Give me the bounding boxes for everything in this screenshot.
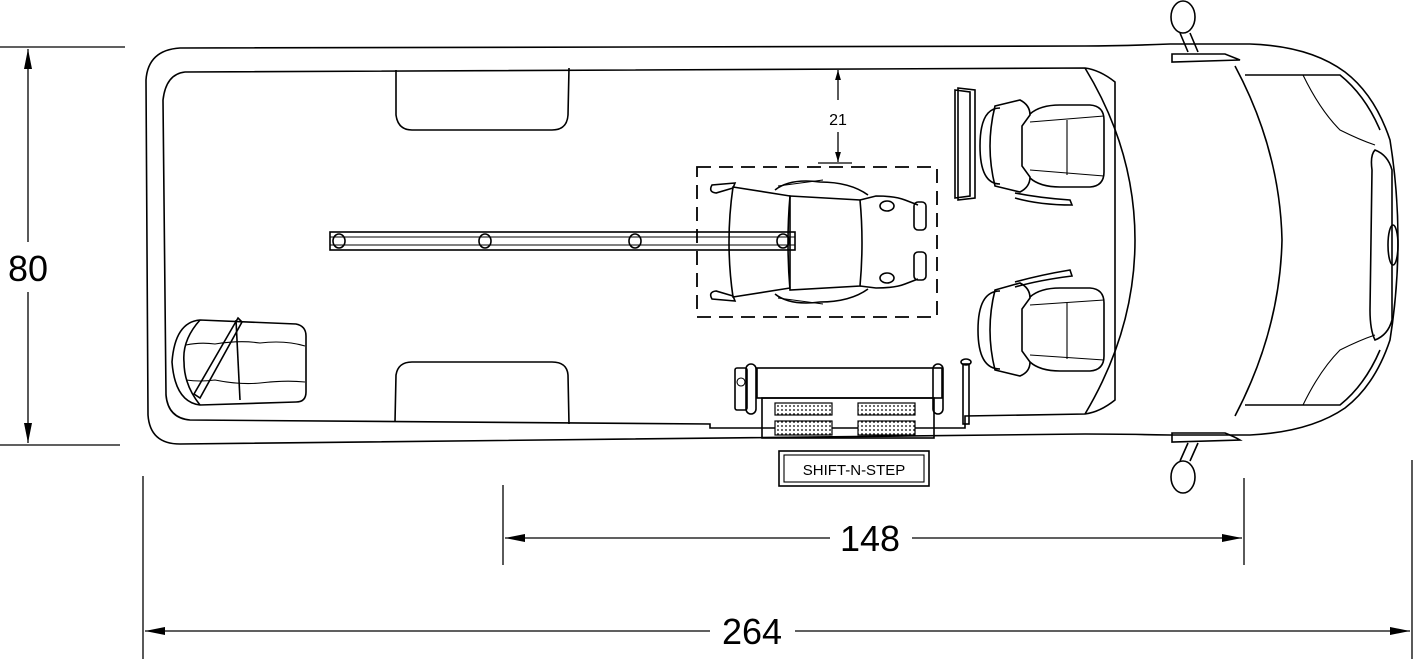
floor-track-rail: [329, 231, 796, 251]
rear-bench-seat: [171, 316, 307, 406]
wheel-well-bottom: [394, 361, 570, 425]
dimension-width-value: 80: [8, 248, 48, 289]
dimension-wheelbase: 148: [502, 478, 1245, 565]
shift-n-step: SHIFT-N-STEP: [778, 450, 930, 487]
wheel-well-top: [395, 67, 570, 131]
side-mirror-bottom: [1170, 432, 1243, 494]
driver-seat: [954, 87, 1105, 206]
dimension-width: 80: [0, 46, 125, 446]
dimension-clearance: 21: [818, 70, 852, 164]
dimension-length: 264: [142, 460, 1413, 659]
grab-handle: [960, 358, 972, 425]
van-body: [145, 43, 1399, 445]
wheelchair-tiedown-area: [696, 166, 938, 318]
wheelchair-lift: [734, 363, 944, 439]
side-mirror-top: [1170, 0, 1241, 63]
dimension-clearance-value: 21: [829, 112, 847, 129]
shift-n-step-label: SHIFT-N-STEP: [803, 462, 906, 479]
dimension-wheelbase-value: 148: [840, 518, 900, 559]
wheelchair: [709, 179, 927, 305]
passenger-seat: [977, 269, 1105, 377]
dimension-length-value: 264: [722, 611, 782, 652]
